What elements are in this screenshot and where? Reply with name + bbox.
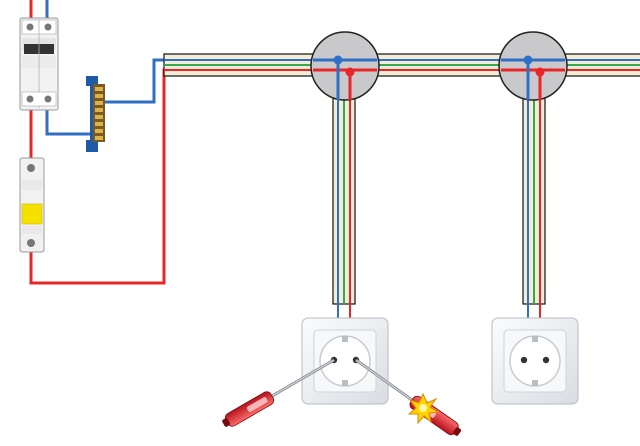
- main-cable: [163, 53, 640, 77]
- tester-left: [222, 358, 335, 427]
- live-junction-dot: [345, 67, 355, 77]
- socket-2: [491, 317, 579, 405]
- neutral-junction-dot: [333, 55, 343, 65]
- neutral-to-busbar-wire: [45, 108, 92, 136]
- socket-1: [301, 317, 389, 405]
- tester-indicator: [246, 397, 268, 412]
- junction-box-2: [498, 31, 568, 101]
- junction-box-1: [310, 31, 380, 101]
- drop-cable-1: [332, 97, 356, 318]
- socket-hole-right: [542, 356, 550, 364]
- single-pole-breaker: [19, 157, 45, 253]
- double-pole-breaker: [19, 17, 59, 111]
- socket-hole-left: [520, 356, 528, 364]
- live-junction-dot: [535, 67, 545, 77]
- glow-spark-icon: [407, 392, 440, 425]
- tester-right: [355, 358, 462, 436]
- neutral-busbar: [86, 76, 105, 152]
- drop-cable-2: [522, 97, 546, 318]
- neutral-junction-dot: [523, 55, 533, 65]
- breaker-toggle: [21, 203, 43, 225]
- neutral-out-wire: [104, 58, 168, 104]
